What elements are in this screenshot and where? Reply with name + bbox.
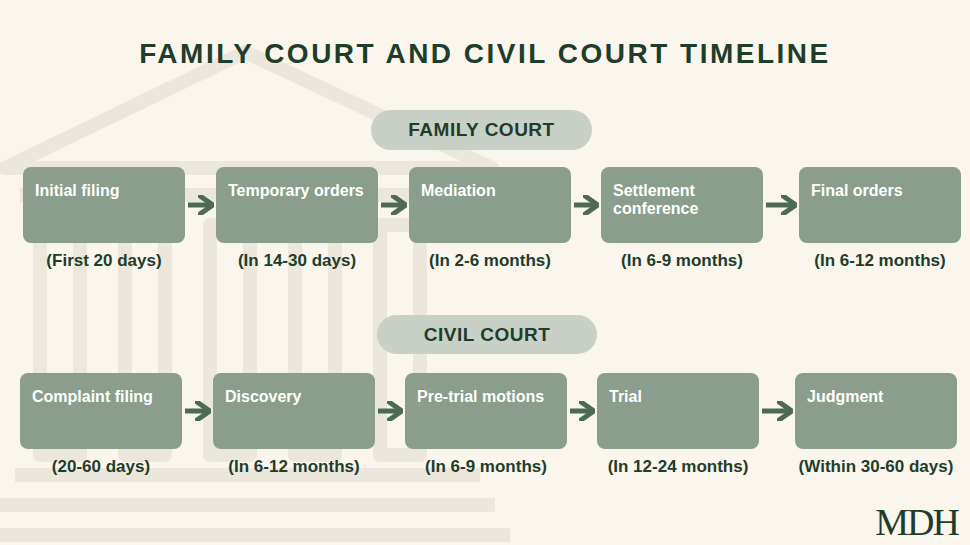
flow-arrow: [570, 409, 594, 414]
time-frame: (In 6-9 months): [571, 251, 793, 271]
step-name: Initial filing: [35, 182, 175, 200]
flow-arrow: [766, 203, 796, 208]
time-frame: (Within 30-60 days): [765, 457, 970, 477]
step-box: Discovery(In 6-12 months): [213, 373, 375, 449]
section-heading: FAMILY COURT: [408, 119, 554, 141]
time-frame: (In 12-24 months): [567, 457, 789, 477]
section-heading: CIVIL COURT: [424, 324, 551, 346]
step: [0, 528, 510, 542]
step-box: Mediation(In 2-6 months): [409, 167, 571, 243]
section-pill: FAMILY COURT: [371, 110, 592, 150]
time-frame: (In 6-12 months): [183, 457, 405, 477]
step-box: Initial filing(First 20 days): [23, 167, 185, 243]
time-frame: (In 2-6 months): [379, 251, 601, 271]
time-frame: (In 6-9 months): [375, 457, 597, 477]
step-box: Settlement conference(In 6-9 months): [601, 167, 763, 243]
step-name: Pre-trial motions: [417, 388, 557, 406]
step-name: Mediation: [421, 182, 561, 200]
time-frame: (In 14-30 days): [186, 251, 408, 271]
step-name: Trial: [609, 388, 749, 406]
step-box: Temporary orders(In 14-30 days): [216, 167, 378, 243]
time-frame: (In 6-12 months): [769, 251, 970, 271]
step-name: Judgment: [807, 388, 947, 406]
flow-arrow: [185, 409, 210, 414]
flow-arrow: [574, 203, 598, 208]
flow-arrow: [188, 203, 213, 208]
flow-arrow: [378, 409, 402, 414]
step: [0, 498, 495, 512]
step-name: Settlement conference: [613, 182, 753, 218]
time-frame: (20-60 days): [0, 457, 212, 477]
step-name: Complaint filing: [32, 388, 172, 406]
diagram-title: FAMILY COURT AND CIVIL COURT TIMELINE: [0, 38, 970, 70]
flow-arrow: [381, 203, 406, 208]
step-box: Complaint filing(20-60 days): [20, 373, 182, 449]
section-pill: CIVIL COURT: [377, 315, 597, 354]
step-box: Judgment(Within 30-60 days): [795, 373, 957, 449]
step-name: Discovery: [225, 388, 365, 406]
step-name: Temporary orders: [228, 182, 368, 200]
brand-logo: MDH: [875, 500, 958, 544]
step-name: Final orders: [811, 182, 951, 200]
step-box: Pre-trial motions(In 6-9 months): [405, 373, 567, 449]
step-box: Final orders(In 6-12 months): [799, 167, 961, 243]
flow-arrow: [762, 409, 792, 414]
step-box: Trial(In 12-24 months): [597, 373, 759, 449]
time-frame: (First 20 days): [0, 251, 215, 271]
